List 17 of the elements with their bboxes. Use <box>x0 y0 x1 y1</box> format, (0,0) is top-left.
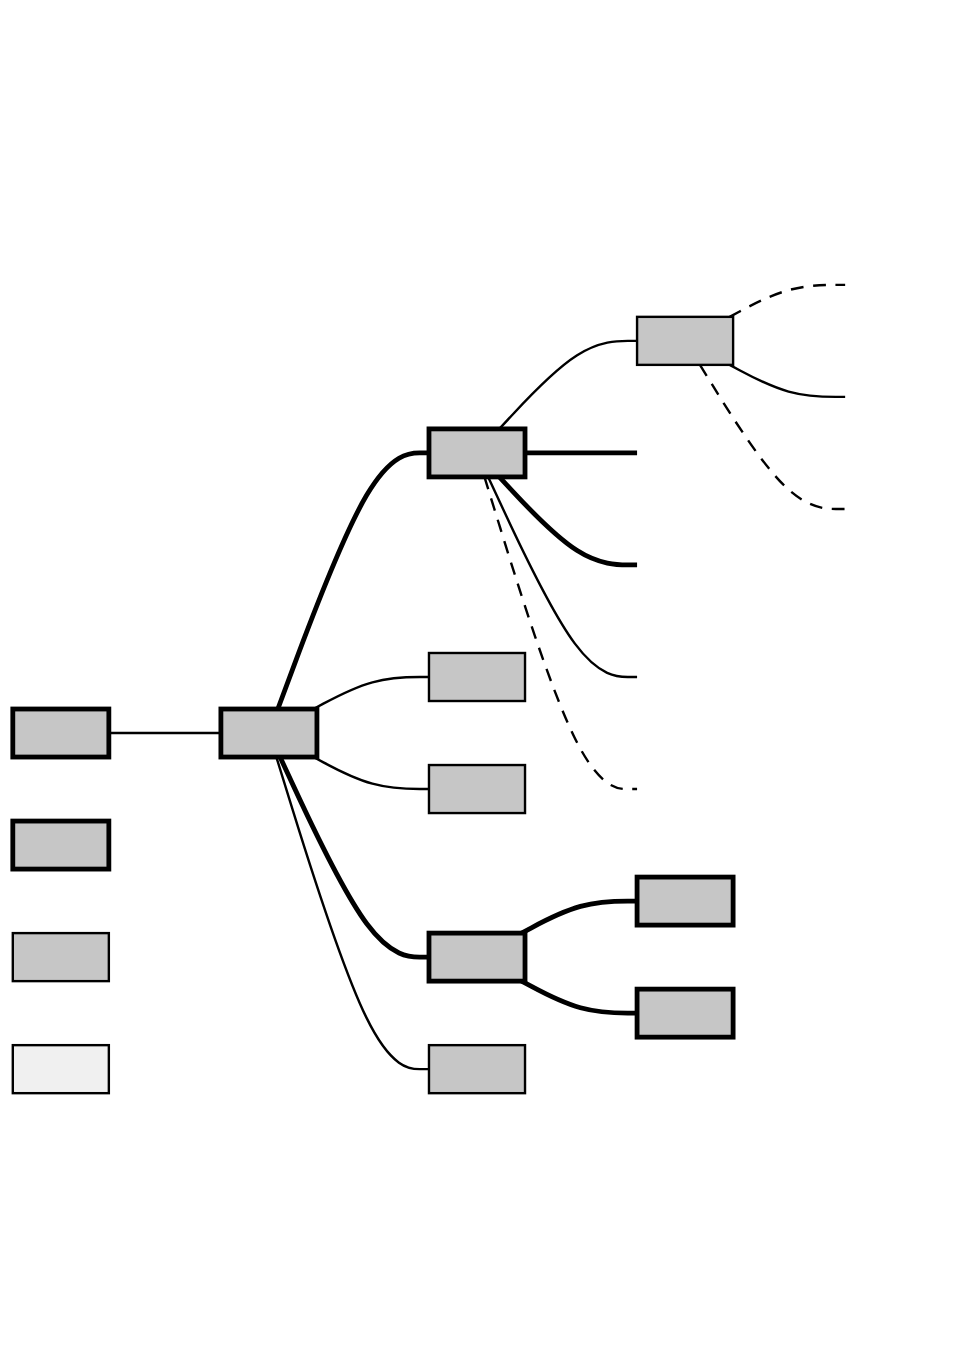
screen-box <box>634 874 736 928</box>
screen-box <box>426 930 528 984</box>
connector-line <box>525 450 638 456</box>
screen-box <box>10 818 112 872</box>
connector-line <box>729 283 846 318</box>
screen-box <box>11 1043 111 1095</box>
screen-box <box>635 315 735 367</box>
screen-box <box>11 931 111 983</box>
screen-box <box>218 706 320 760</box>
connector-line <box>729 363 846 399</box>
screen-box <box>427 1043 527 1095</box>
screen-box <box>634 986 736 1040</box>
screen-box <box>10 706 112 760</box>
screen-box <box>426 426 528 480</box>
connector-line <box>698 364 846 511</box>
screen-box <box>427 763 527 815</box>
screen-box <box>427 651 527 703</box>
